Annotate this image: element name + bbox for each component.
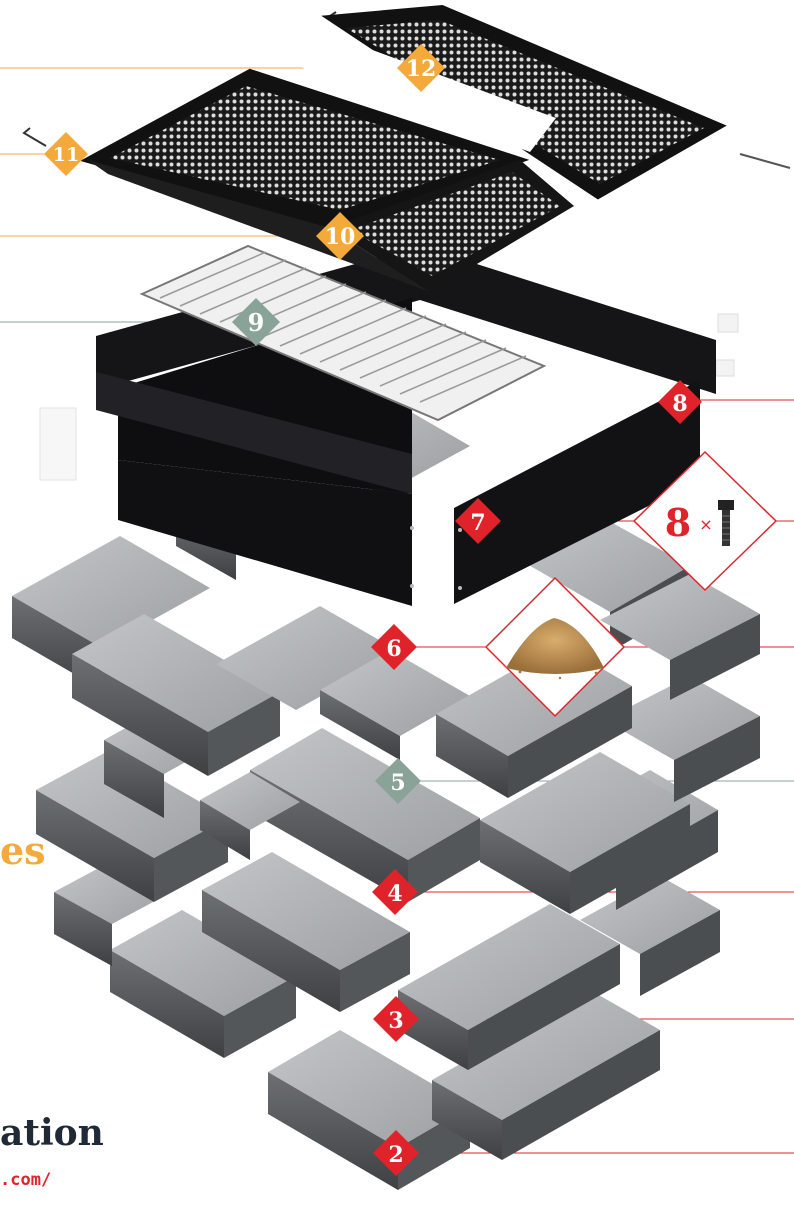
svg-text:8: 8 (672, 391, 687, 417)
mesh-spark-screen-icon (80, 4, 727, 292)
badge-12: 12 (397, 44, 445, 92)
small-bracket-icon (717, 313, 739, 333)
concrete-block-icon (320, 650, 470, 760)
small-bracket-icon (715, 359, 735, 377)
bolt-count: 8 (665, 500, 691, 545)
svg-text:4: 4 (387, 881, 402, 907)
small-bracket-icon (39, 407, 77, 481)
concrete-block-icon (216, 606, 400, 710)
badge-6: 6 (371, 624, 417, 670)
block-course-2 (54, 862, 720, 1190)
badge-7: 7 (455, 498, 501, 544)
bolt-icon (718, 500, 734, 546)
svg-text:3: 3 (388, 1008, 403, 1034)
footer-title: ation (0, 1112, 104, 1154)
concrete-block-icon (36, 750, 228, 902)
concrete-block-icon (580, 876, 720, 996)
badge-8: 8 (658, 380, 702, 424)
svg-text:12: 12 (406, 56, 437, 82)
concrete-block-icon (54, 862, 168, 966)
lifting-handle-icon (22, 127, 47, 147)
badge-5: 5 (375, 758, 421, 804)
lifting-handle-icon (739, 153, 791, 169)
concrete-block-icon (202, 852, 410, 1012)
badge-4: 4 (372, 869, 418, 915)
concrete-block-icon (432, 990, 660, 1160)
bolt-callout: 8 × (632, 450, 778, 592)
badge-9: 9 (232, 298, 280, 346)
svg-text:5: 5 (390, 770, 405, 796)
bolt-times: × (699, 515, 712, 534)
concrete-block-icon (110, 910, 296, 1058)
side-heading-fragment: es (0, 828, 46, 873)
badge-10: 10 (316, 212, 364, 260)
concrete-block-icon (604, 676, 760, 802)
concrete-block-icon (480, 752, 690, 914)
badge-11: 11 (44, 132, 88, 176)
sand-pile-icon (506, 618, 604, 680)
svg-text:6: 6 (386, 636, 401, 662)
concrete-block-icon (398, 904, 620, 1070)
sand-callout (484, 576, 626, 718)
svg-text:7: 7 (470, 510, 485, 536)
concrete-block-icon (600, 574, 760, 700)
svg-text:9: 9 (248, 308, 265, 337)
cooking-grate-icon (139, 244, 547, 422)
svg-text:2: 2 (388, 1142, 403, 1168)
concrete-block-icon (200, 772, 300, 860)
svg-text:11: 11 (53, 144, 79, 166)
svg-text:10: 10 (325, 224, 356, 250)
concrete-block-icon (72, 614, 280, 776)
badge-2: 2 (373, 1130, 419, 1176)
footer-url[interactable]: .com/ (0, 1170, 52, 1190)
badge-3: 3 (373, 996, 419, 1042)
